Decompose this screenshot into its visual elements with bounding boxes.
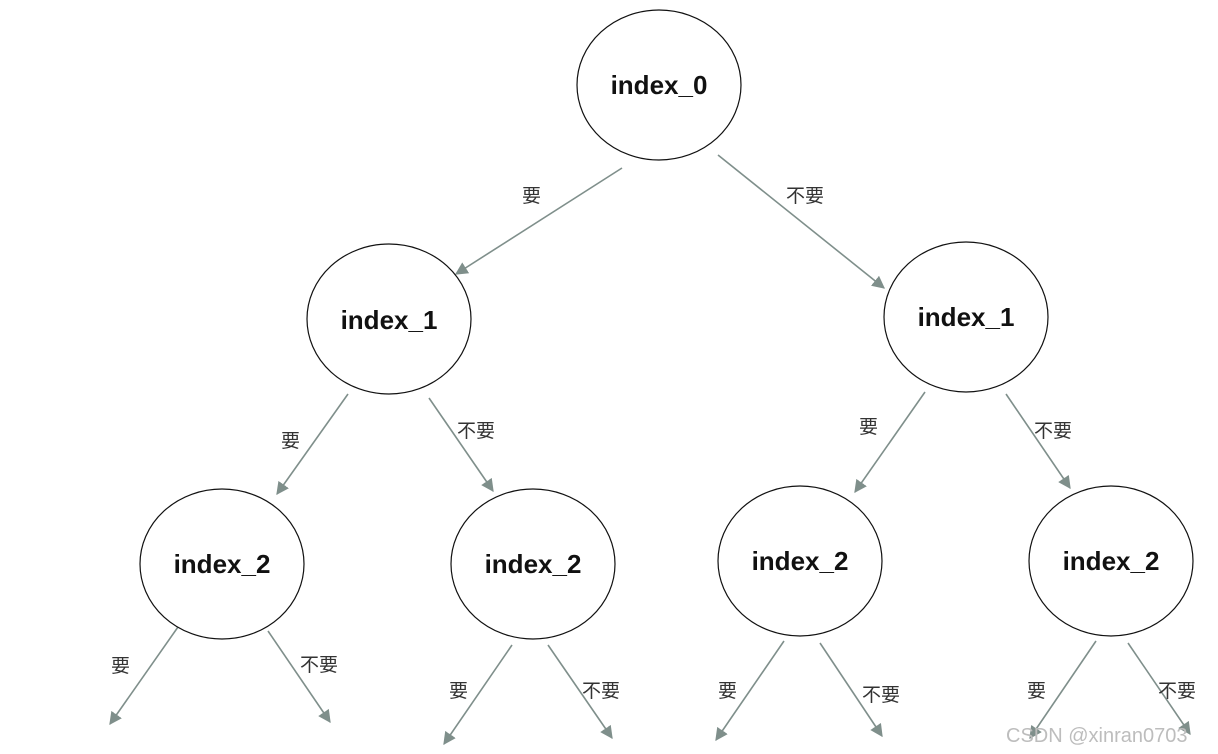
edge-label: 不要: [457, 420, 495, 442]
edge-right1-to-2d: [1005, 393, 1071, 490]
edge-labels: 要 不要 要 不要 要 不要 要 不要 要 不要 要 不要 要 不要: [111, 185, 1196, 706]
edge-label: 不要: [582, 680, 620, 702]
edge-label: 要: [1027, 680, 1046, 702]
edge-2a-no: [267, 630, 331, 724]
node-label: index_1: [918, 302, 1015, 332]
tree-node-index-2-b: index_2: [450, 488, 616, 640]
edge-label: 不要: [862, 684, 900, 706]
edge-label: 要: [111, 655, 130, 677]
node-label: index_2: [485, 549, 582, 579]
edge-label: 要: [522, 185, 541, 207]
nodes: index_0 index_1 index_1 index_2 index_2 …: [139, 9, 1194, 640]
edge-root-to-left: [454, 167, 623, 275]
node-label: index_1: [341, 305, 438, 335]
edge-2d-yes: [1029, 640, 1097, 740]
edge-2d-no: [1127, 642, 1191, 736]
tree-node-index-2-c: index_2: [717, 485, 883, 637]
tree-node-index-0: index_0: [576, 9, 742, 161]
edge-label: 要: [281, 430, 300, 452]
edge-2b-yes: [443, 644, 513, 746]
tree-node-index-1-left: index_1: [306, 243, 472, 395]
edge-left1-to-2b: [428, 397, 494, 493]
edge-label: 不要: [786, 185, 824, 207]
node-label: index_2: [1063, 546, 1160, 576]
edge-right1-to-2c: [854, 391, 926, 494]
node-label: index_2: [174, 549, 271, 579]
edge-label: 要: [718, 680, 737, 702]
edge-label: 不要: [300, 654, 338, 676]
tree-node-index-2-d: index_2: [1028, 485, 1194, 637]
tree-node-index-1-right: index_1: [883, 241, 1049, 393]
edge-2b-no: [547, 644, 613, 740]
node-label: index_0: [611, 70, 708, 100]
tree-node-index-2-a: index_2: [139, 488, 305, 640]
edge-2a-yes: [109, 626, 179, 726]
edge-label: 要: [859, 416, 878, 438]
edge-root-to-right: [717, 154, 885, 289]
edge-label: 要: [449, 680, 468, 702]
edge-label: 不要: [1158, 680, 1196, 702]
edge-2c-no: [819, 642, 883, 738]
watermark: CSDN @xinran0703: [1006, 725, 1188, 747]
edges: [109, 154, 1191, 746]
edge-2c-yes: [715, 640, 785, 742]
edge-label: 不要: [1034, 420, 1072, 442]
node-label: index_2: [752, 546, 849, 576]
edge-left1-to-2a: [276, 393, 349, 496]
